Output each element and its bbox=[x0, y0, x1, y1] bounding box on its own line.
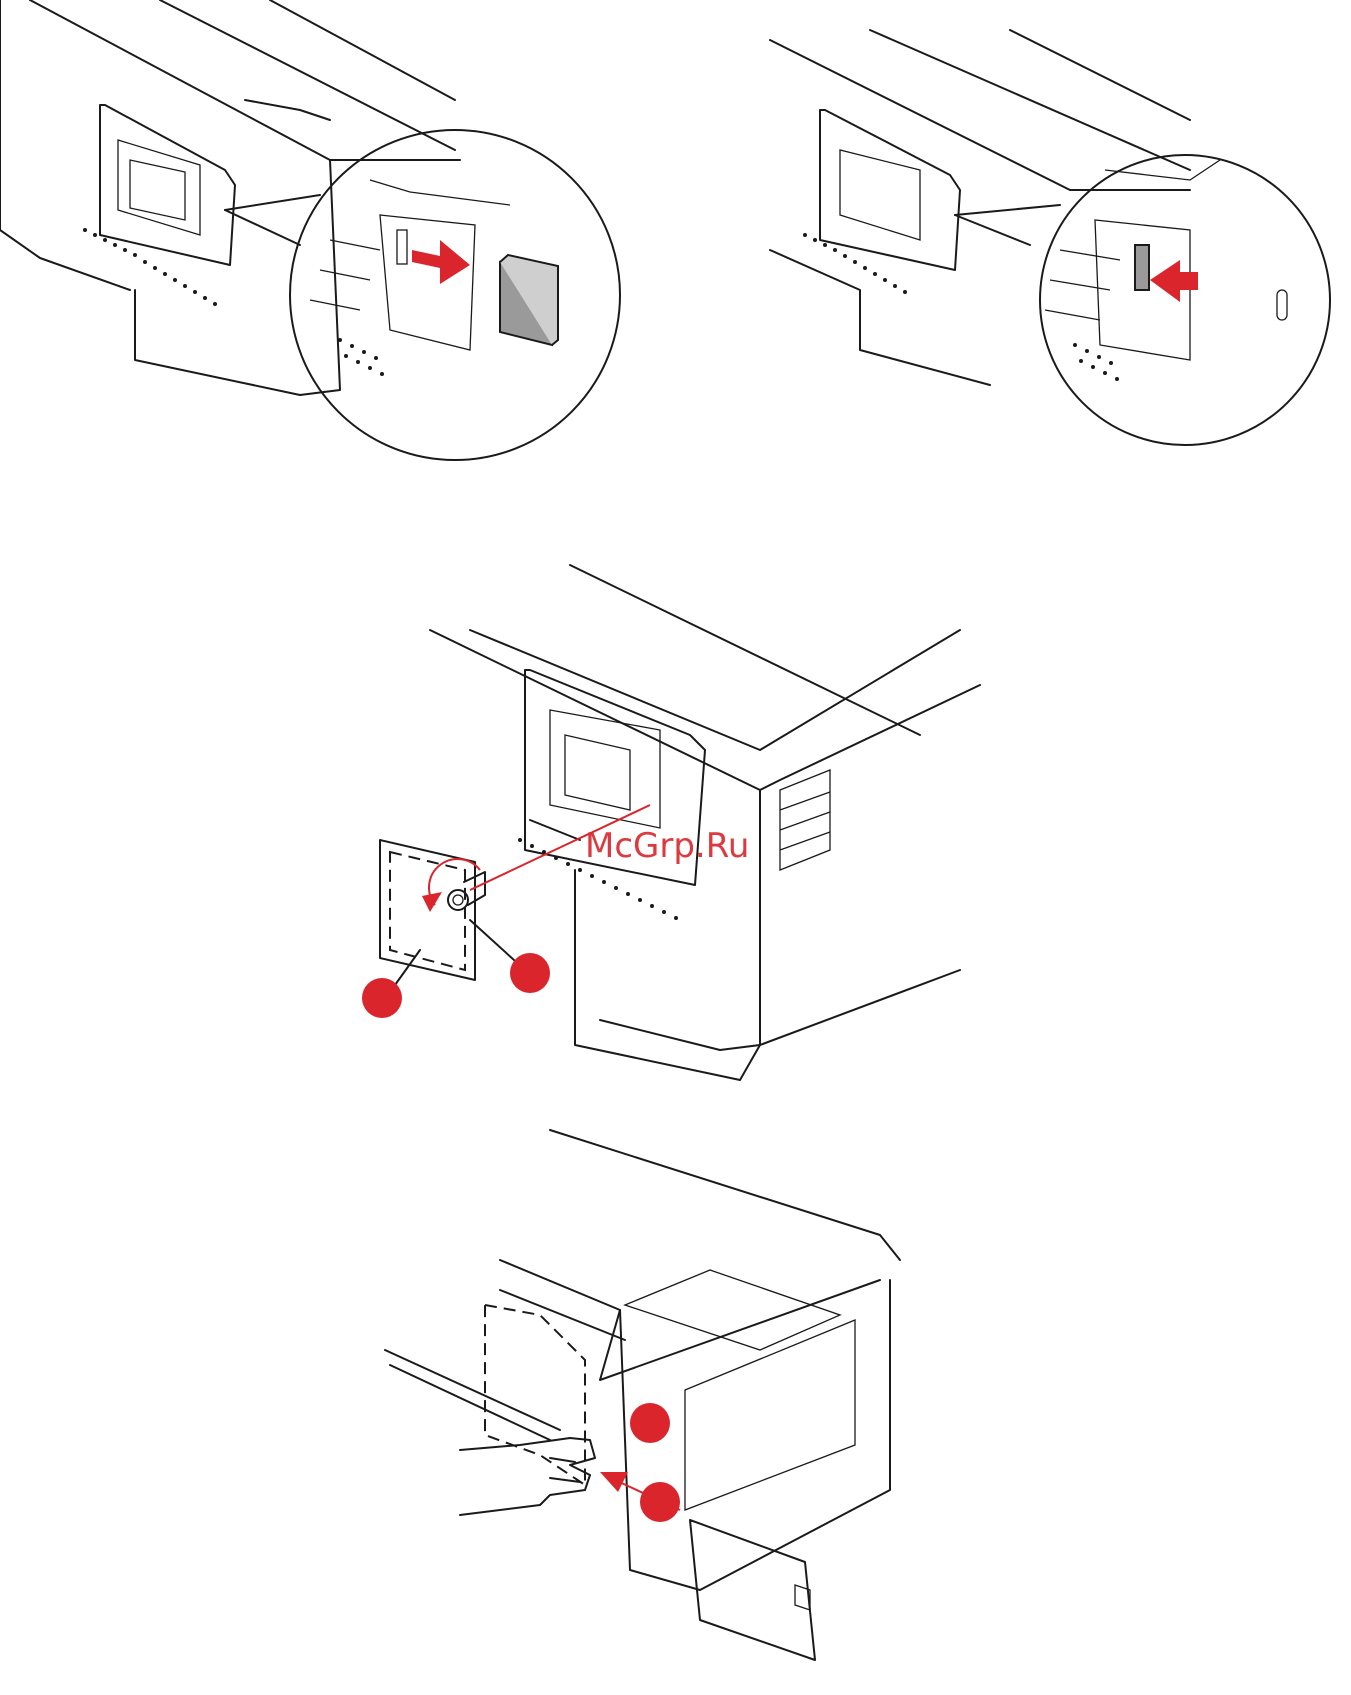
figure-sd-card-insert bbox=[0, 0, 640, 450]
callout-marker-2 bbox=[640, 1482, 680, 1522]
sd-card-icon bbox=[500, 255, 558, 345]
red-arrow-icon bbox=[412, 240, 470, 284]
figure-sd-card-push bbox=[740, 0, 1351, 450]
watermark: McGrp.Ru bbox=[585, 826, 749, 866]
callout-marker-2 bbox=[510, 953, 550, 993]
callout-marker-1 bbox=[362, 978, 402, 1018]
callout-marker-1 bbox=[630, 1403, 670, 1443]
figure-cover-refit bbox=[400, 1190, 960, 1695]
red-arrow-icon bbox=[1150, 260, 1198, 302]
